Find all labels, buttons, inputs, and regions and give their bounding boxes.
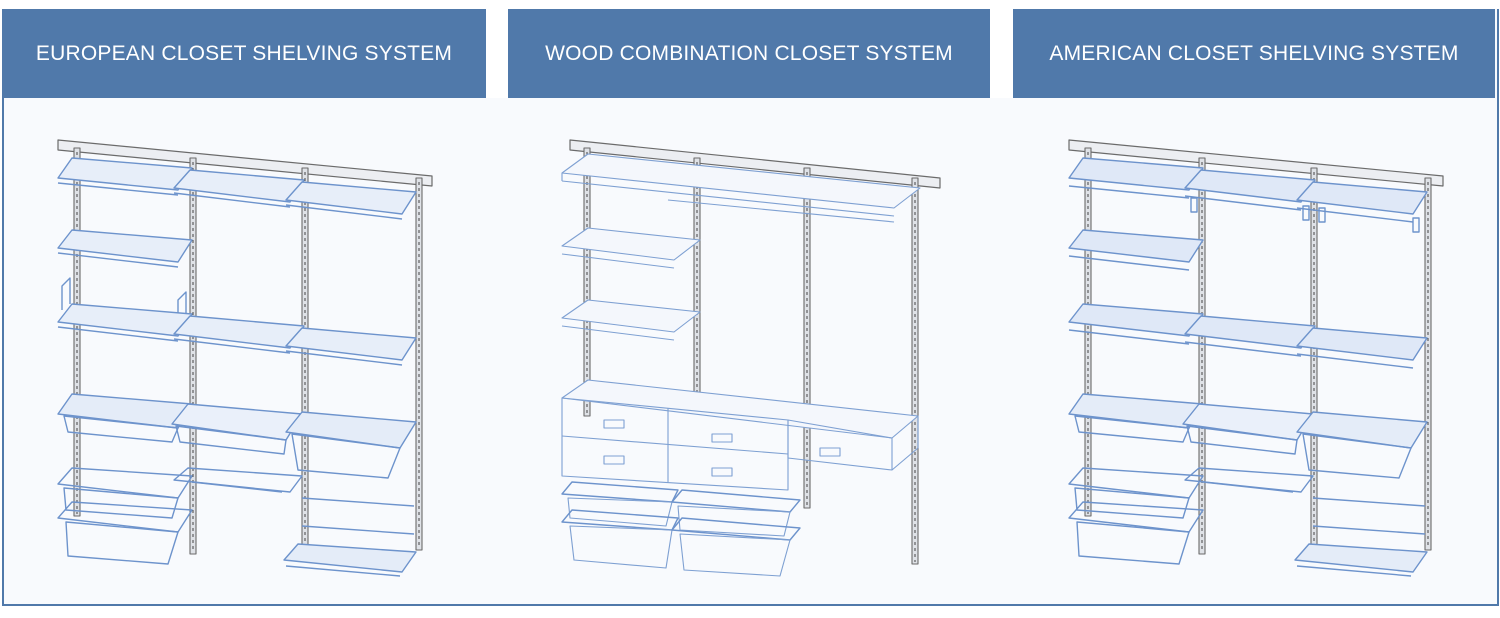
wood-closet-illustration [508,98,990,604]
outer-frame [2,9,1499,606]
panel-european: EUROPEAN CLOSET SHELVING SYSTEM [2,9,486,606]
closet-drawing-icon [57,139,433,577]
panel-american: AMERICAN CLOSET SHELVING SYSTEM [1013,9,1495,606]
header-gap [486,9,508,98]
panel-title: AMERICAN CLOSET SHELVING SYSTEM [1013,9,1495,98]
european-closet-illustration [2,98,486,604]
closet-drawing-icon [561,139,941,577]
panel-wood-combination: WOOD COMBINATION CLOSET SYSTEM [508,9,990,606]
panel-title: EUROPEAN CLOSET SHELVING SYSTEM [2,9,486,98]
closet-drawing-icon [1068,139,1444,577]
american-closet-illustration [1013,98,1495,604]
panel-title: WOOD COMBINATION CLOSET SYSTEM [508,9,990,98]
header-gap [990,9,1013,98]
